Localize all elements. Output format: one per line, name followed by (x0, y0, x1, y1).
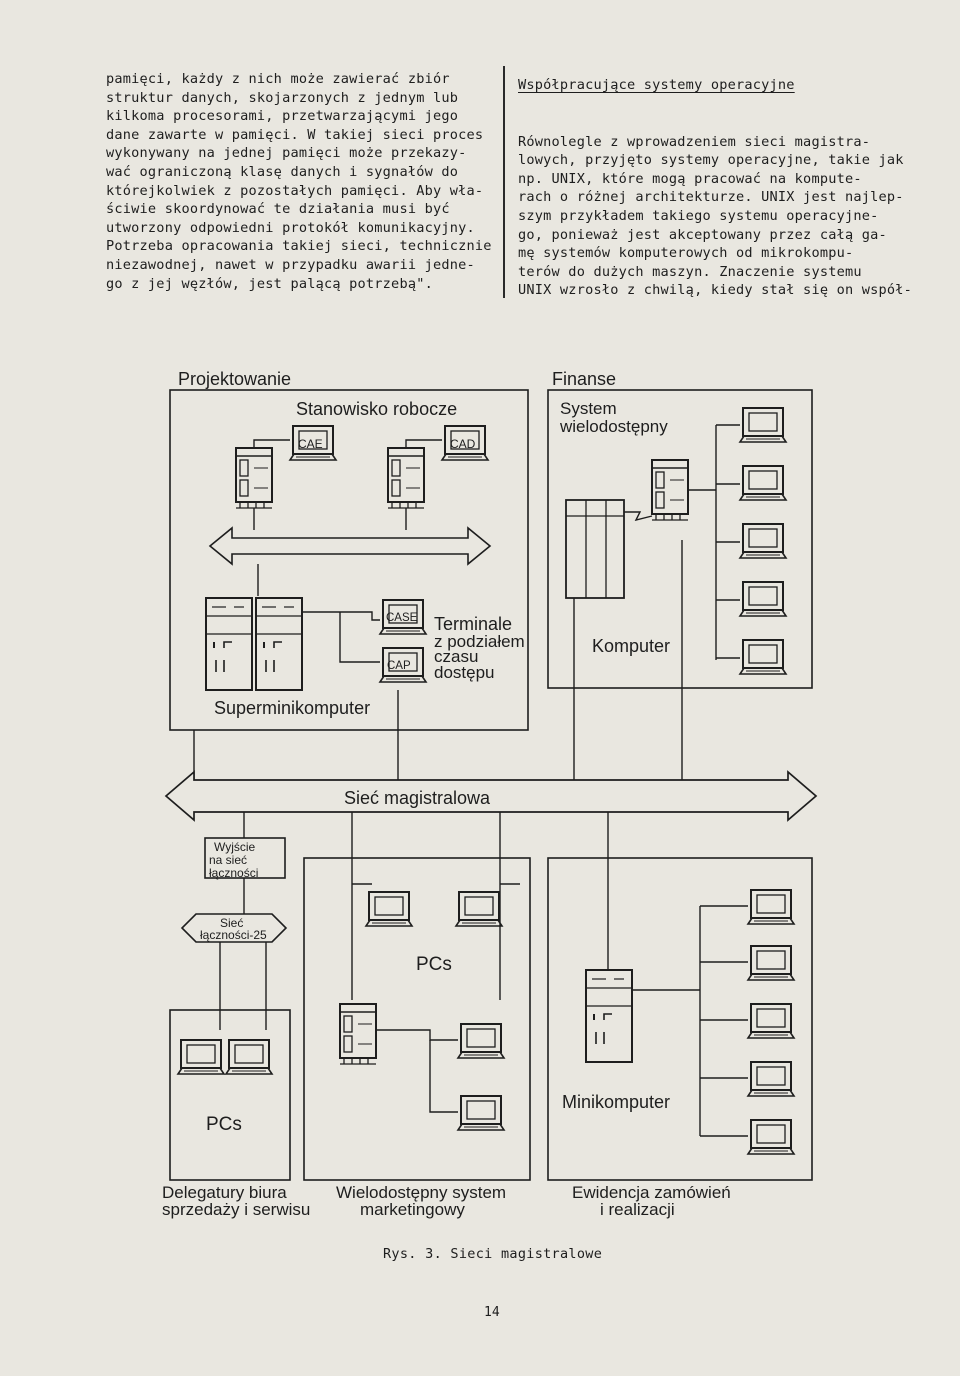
cae-label: CAE (298, 437, 323, 451)
page-number: 14 (484, 1305, 500, 1320)
delegatury-label: sprzedaży i serwisu (162, 1200, 310, 1219)
terminal-icon (747, 889, 795, 925)
system-label: System (560, 399, 617, 418)
pc-icon (225, 1039, 273, 1075)
case-label: CASE (386, 612, 418, 624)
terminal-icon (739, 523, 787, 559)
text-line: wać ograniczoną klasę danych i sygnałów … (106, 163, 459, 180)
superminikomputer-label: Superminikomputer (214, 698, 370, 718)
backbone: Sieć magistralowa (164, 540, 818, 1000)
terminal-icon (739, 465, 787, 501)
text-line: mę systemów komputerowych od mikrokompu- (518, 245, 854, 262)
text-line: kilkoma procesorami, przetwarzającymi je… (106, 108, 459, 125)
text-line: go z jej węzłów, jest palącą potrzebą". (106, 275, 433, 292)
pcs-middle-label: PCs (416, 954, 452, 975)
workstation-tower-icon (387, 447, 425, 509)
text-line: rach o różnej architekturze. UNIX jest n… (518, 189, 904, 206)
pcs-left-label: PCs (206, 1114, 242, 1135)
marketing-block: PCs Wielodostępny system marketingowy (303, 857, 531, 1219)
superminicomputer-cabinet-icon (255, 597, 303, 691)
siec-lacznosci-label: Sieć (220, 916, 243, 930)
cap-label: CAP (387, 660, 411, 672)
terminal-icon (747, 1119, 795, 1155)
right-text-column: Współpracujące systemy operacyjne Równol… (518, 76, 912, 300)
terminal-icon (739, 581, 787, 617)
ewidencja-label: i realizacji (600, 1200, 675, 1219)
pc-icon (455, 891, 503, 927)
delegatury-block: Wyjście na sieć łączności Sieć łączności… (162, 837, 310, 1219)
network-diagram: Projektowanie Stanowisko robocze CAE CAD… (162, 369, 818, 1219)
system-label: wielodostępny (559, 417, 668, 436)
siec-lacznosci-label: łączności-25 (200, 928, 267, 942)
projektowanie-label: Projektowanie (178, 369, 291, 389)
pc-icon (177, 1039, 225, 1075)
siec-lacznosci-shape (180, 913, 288, 943)
wyjscie-label: łączności (209, 866, 258, 880)
backbone-bus-arrow (164, 770, 818, 822)
finanse-block: Finanse System wielodostępny Komputer (547, 369, 813, 689)
wyjscie-label: Wyjście (214, 840, 256, 854)
superminicomputer-cabinet-icon (205, 597, 253, 691)
text-line: ściwie skoordynować te działania musi by… (106, 201, 450, 218)
minikomputer-label: Minikomputer (562, 1092, 670, 1112)
multiuser-server-icon (651, 459, 689, 521)
terminal-icon (457, 1095, 505, 1131)
marketing-server-icon (339, 1003, 377, 1065)
text-line: wykonywany na jednej pamięci może przeka… (106, 145, 467, 162)
delegatury-label: Delegatury biura (162, 1183, 287, 1202)
text-line: szym przykładem takiego systemu operacyj… (518, 207, 879, 224)
stanowisko-label: Stanowisko robocze (296, 399, 457, 419)
text-line: struktur danych, skojarzonych z jednym l… (106, 89, 459, 106)
komputer-label: Komputer (592, 636, 670, 656)
text-line: np. UNIX, które mogą pracować na kompute… (518, 170, 862, 187)
terminal-icon (747, 1003, 795, 1039)
terminal-icon (739, 407, 787, 443)
terminale-label: czasu (434, 647, 478, 666)
terminale-label: z podziałem (434, 632, 525, 651)
text-line: Potrzeba opracowania takiej sieci, techn… (106, 238, 492, 255)
wyjscie-label: na sieć (209, 853, 247, 867)
finanse-label: Finanse (552, 369, 616, 389)
text-line: dane zawarte w pamięci. W takiej sieci p… (106, 126, 484, 143)
text-line: go, ponieważ jest akceptowany przez całą… (518, 226, 887, 243)
text-line: którejkolwiek z pozostałych pamięci. Aby… (106, 182, 484, 199)
local-bus-arrow (208, 526, 492, 566)
text-line: terów do dużych maszyn. Znaczenie system… (518, 263, 862, 280)
text-line: UNIX wzrosło z chwilą, kiedy stał się on… (518, 282, 913, 299)
siec-magistralowa-label: Sieć magistralowa (344, 788, 491, 808)
terminal-icon (457, 1023, 505, 1059)
text-line: lowych, przyjęto systemy operacyjne, tak… (518, 152, 904, 169)
projektowanie-block: Projektowanie Stanowisko robocze CAE CAD… (169, 369, 529, 731)
marketing-label: marketingowy (360, 1200, 465, 1219)
text-line: niezawodnej, nawet w przypadku awarii je… (106, 256, 475, 273)
mainframe-icon (565, 499, 625, 599)
section-heading: Współpracujące systemy operacyjne (518, 77, 795, 93)
left-text-column: pamięci, każdy z nich może zawierać zbió… (106, 70, 492, 293)
text-line: pamięci, każdy z nich może zawierać zbió… (106, 71, 450, 87)
ewidencja-block: Minikomputer Ewidencja zamówień i realiz… (547, 857, 813, 1219)
column-divider (503, 66, 505, 298)
marketing-label: Wielodostępny system (336, 1183, 506, 1202)
terminale-label: dostępu (434, 663, 495, 682)
terminale-label: Terminale (434, 614, 512, 634)
figure-caption: Rys. 3. Sieci magistralowe (383, 1246, 603, 1262)
minicomputer-cabinet-icon (585, 969, 633, 1063)
text-line: Równolegle z wprowadzeniem sieci magistr… (518, 133, 871, 150)
cad-label: CAD (450, 437, 476, 451)
text-line: utworzony odpowiedni protokół komunikacy… (106, 219, 475, 236)
terminal-icon (747, 1061, 795, 1097)
gateway-box (204, 837, 286, 879)
terminal-icon (747, 945, 795, 981)
ewidencja-label: Ewidencja zamówień (572, 1183, 731, 1202)
workstation-tower-icon (235, 447, 273, 509)
terminal-icon (739, 639, 787, 675)
pc-icon (365, 891, 413, 927)
